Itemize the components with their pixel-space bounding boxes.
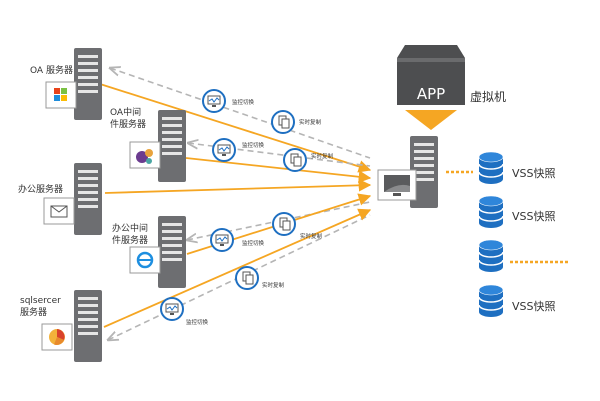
office-mid-label-line1: 办公中间	[112, 222, 148, 234]
office-server: 办公服务器	[18, 163, 102, 235]
monitor-label-oa-mid: 监控切换	[242, 141, 265, 149]
copy-badge-office-mid	[272, 212, 296, 236]
windows-app-icon	[45, 81, 77, 109]
database-icon	[478, 151, 504, 185]
copy-badge-sql	[235, 266, 259, 290]
monitor-screen-icon	[377, 169, 417, 201]
oa-server: OA 服务器	[30, 48, 102, 120]
snapshot-label-1: VSS快照	[512, 167, 556, 180]
vss-snapshots: VSS快照 VSS快照 VSS快照	[478, 151, 556, 318]
snapshot-label-3: VSS快照	[512, 300, 556, 313]
server-tower-icon	[74, 290, 102, 362]
database-icon	[478, 239, 504, 273]
office-middleware-server: 办公中间 件服务器	[112, 216, 186, 288]
vm-server	[377, 136, 438, 208]
app-vm-node: APP 虚拟机	[377, 45, 506, 208]
browser-app-icon	[129, 246, 161, 274]
server-tower-icon	[74, 163, 102, 235]
mail-app-icon	[43, 197, 75, 225]
monitor-icon	[215, 234, 229, 244]
copy-link-oa	[99, 83, 372, 173]
pie-chart-app-icon	[41, 323, 73, 351]
server-tower-icon	[158, 110, 186, 182]
snapshot-4: VSS快照	[478, 284, 556, 318]
copy-badge-oa-mid	[283, 148, 307, 172]
monitor-badge-office-mid	[210, 228, 234, 252]
down-arrow-icon	[405, 110, 457, 130]
link-badges: 监控切换 监控切换 监控切换 监控切换 实时复制	[160, 89, 334, 326]
oa-mid-label-line2: 件服务器	[110, 118, 146, 130]
snapshot-1: VSS快照	[478, 151, 556, 185]
copy-label-sql: 实时复制	[262, 281, 285, 289]
sql-label-line1: sqlsercer	[20, 296, 61, 306]
office-server-label: 办公服务器	[18, 183, 63, 195]
monitor-badge-oa-mid	[212, 138, 236, 162]
sql-label-line2: 服务器	[20, 306, 47, 318]
copy-label-oa: 实时复制	[299, 118, 322, 126]
monitor-icon	[207, 95, 221, 105]
monitor-label-oa: 监控切换	[232, 98, 255, 106]
copy-label-office-mid: 实时复制	[300, 232, 323, 240]
database-icon	[478, 195, 504, 229]
app-box: APP	[397, 45, 465, 105]
snapshot-label-2: VSS快照	[512, 210, 556, 223]
server-tower-icon	[74, 48, 102, 120]
monitor-label-sql: 监控切换	[186, 318, 209, 326]
oa-mid-label-line1: OA中间	[110, 106, 141, 118]
server-tower-icon	[158, 216, 186, 288]
copy-link-office	[104, 179, 372, 194]
oa-middleware-server: OA中间 件服务器	[110, 106, 186, 182]
chart-app-icon	[129, 141, 161, 169]
monitor-badge-sql	[160, 297, 184, 321]
copy-link-sql	[103, 208, 372, 328]
database-icon	[478, 284, 504, 318]
oa-server-label: OA 服务器	[30, 64, 73, 76]
snapshot-2: VSS快照	[478, 195, 556, 229]
copy-link-oa-mid	[185, 157, 372, 184]
monitor-link-oa	[110, 68, 371, 159]
monitor-badge-oa	[202, 89, 226, 113]
snapshot-3	[478, 239, 504, 273]
copy-badge-oa	[271, 110, 295, 134]
app-label: APP	[417, 85, 445, 103]
monitor-icon	[165, 303, 179, 313]
sql-server: sqlsercer 服务器	[20, 290, 102, 362]
copy-label-oa-mid: 实时复制	[311, 152, 334, 160]
vm-label: 虚拟机	[470, 90, 506, 104]
office-mid-label-line2: 件服务器	[112, 234, 148, 246]
monitor-icon	[217, 144, 231, 154]
monitor-label-office-mid: 监控切换	[242, 239, 265, 247]
